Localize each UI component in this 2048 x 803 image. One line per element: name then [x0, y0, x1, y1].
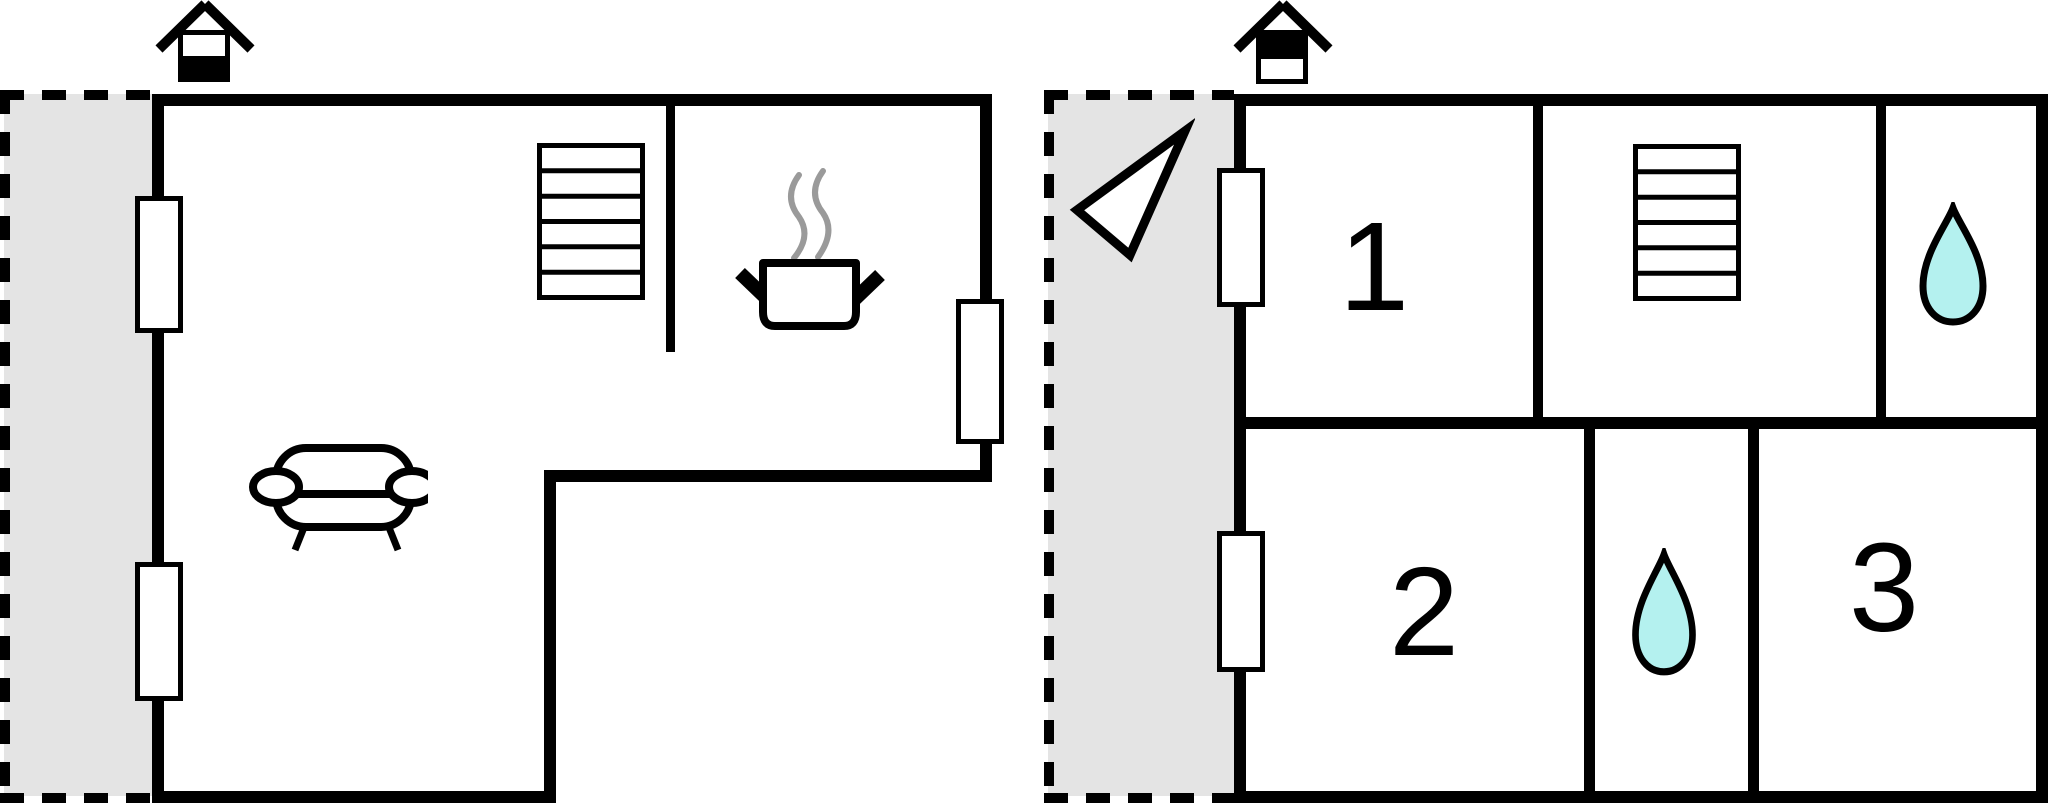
terrace-dashed-border-left: [1044, 90, 1054, 803]
wall-interior-middle: [1234, 417, 2048, 429]
window-icon: [1217, 168, 1265, 307]
wall-top: [1234, 94, 2048, 106]
wall-interior: [1876, 94, 1886, 417]
water-drop-icon: [1632, 548, 1696, 676]
steam-icon: [812, 168, 832, 260]
wall-right: [2036, 94, 2048, 803]
water-drop-icon: [1919, 202, 1987, 326]
wall-top: [152, 94, 992, 106]
wall-step-vertical: [544, 470, 556, 803]
terrace-dashed-border-bottom: [0, 793, 156, 803]
wall-interior: [1533, 94, 1543, 417]
room-label: 1: [1338, 196, 1410, 337]
window-icon: [1217, 531, 1265, 672]
wall-interior: [666, 94, 675, 352]
wall-bottom: [1234, 791, 2048, 803]
chimney-icon: [1233, 0, 1333, 84]
wall-interior: [1584, 429, 1595, 803]
wall-bottom: [152, 791, 556, 803]
stairs-icon: [537, 143, 645, 300]
wall-interior: [1748, 429, 1759, 803]
terrace-dashed-border-bottom: [1044, 793, 1234, 803]
chimney-icon: [155, 0, 255, 82]
terrace-dashed-border-top: [1044, 90, 1234, 100]
room-label: 2: [1388, 541, 1460, 682]
cooking-pot-icon: [735, 168, 885, 330]
window-icon: [956, 299, 1004, 444]
steam-icon: [788, 172, 808, 261]
stairs-icon: [1633, 144, 1741, 301]
room-label: 3: [1848, 517, 1920, 658]
terrace-dashed-border-left: [0, 90, 10, 803]
terrace-dashed-border-top: [0, 90, 156, 100]
sofa-icon: [249, 444, 428, 552]
north-arrow-icon: [1069, 118, 1195, 263]
window-icon: [135, 196, 183, 333]
window-icon: [135, 562, 183, 701]
wall-step-horizontal: [544, 470, 992, 482]
